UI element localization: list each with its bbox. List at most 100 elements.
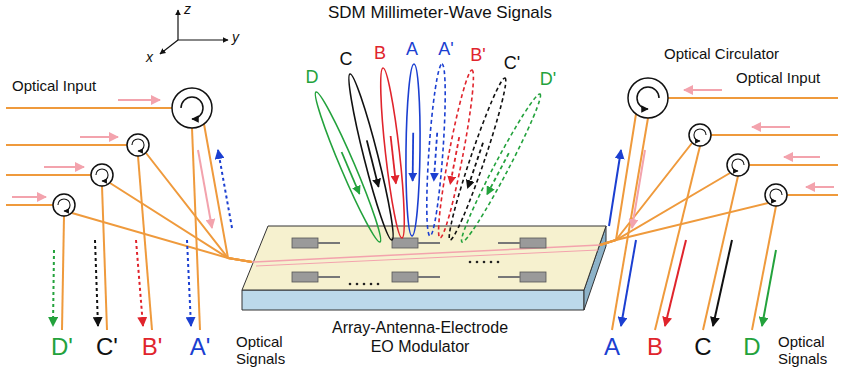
signal-arrow	[136, 240, 143, 326]
signal-name: B'	[470, 46, 485, 66]
diagram-title: SDM Millimeter-Wave Signals	[328, 4, 552, 23]
electrode-strip	[318, 276, 340, 278]
antenna-beam	[456, 91, 546, 246]
electrode-strip	[418, 242, 440, 244]
fiber	[110, 183, 252, 262]
beam-arrow	[450, 137, 459, 184]
axis-label: z	[184, 2, 191, 17]
port-label: Optical Input	[12, 78, 96, 95]
input-fiber	[6, 107, 172, 109]
waveguide	[256, 250, 598, 266]
signal-name: B	[647, 334, 663, 360]
signal-arrow	[53, 250, 54, 326]
beam-arrow	[468, 143, 483, 188]
ellipsis-dot	[490, 261, 493, 264]
signal-arrow	[95, 240, 98, 326]
ellipsis-dot	[483, 261, 486, 264]
antenna-electrode	[292, 272, 318, 282]
output-fiber	[138, 156, 152, 330]
input-arrow	[44, 166, 84, 168]
signal-name: A'	[438, 40, 453, 60]
input-fiber	[749, 164, 838, 166]
modulator-label-box: Array-Antenna-Electrode EO Modulator	[326, 316, 515, 358]
ellipsis-dot	[469, 261, 472, 264]
signal-arrow	[665, 240, 686, 326]
electrode-strip	[498, 276, 520, 278]
ellipsis-dot	[497, 261, 500, 264]
antenna-beam	[376, 67, 409, 239]
signal-name: D	[743, 334, 760, 360]
input-fiber	[6, 204, 53, 206]
optical-circulator	[628, 78, 668, 118]
electrode-strip	[498, 242, 520, 244]
output-fiber	[655, 146, 700, 330]
input-arrow	[118, 99, 160, 101]
beam-arrow	[434, 133, 437, 181]
axis-arrow	[177, 10, 178, 40]
circulator-arrow	[96, 169, 108, 181]
circulator-arrow	[181, 97, 203, 119]
beam-arrow	[342, 152, 360, 194]
signal-name: D	[306, 68, 319, 88]
fiber	[146, 153, 252, 262]
input-arrow	[806, 186, 834, 188]
input-arrow	[12, 196, 46, 198]
optical-circulator	[172, 88, 212, 128]
axis-arrow	[178, 39, 228, 40]
ellipsis-dot	[349, 283, 352, 286]
signal-name: A	[406, 40, 418, 60]
ellipsis-dot	[356, 283, 359, 286]
beam-arrow	[412, 133, 414, 181]
input-arrow	[752, 126, 790, 128]
chip-top-face	[242, 226, 606, 290]
input-fiber	[668, 97, 838, 99]
signal-arrow	[187, 240, 191, 326]
signal-arrow	[218, 150, 232, 228]
axis-label: y	[232, 30, 239, 45]
optical-circulator	[127, 134, 149, 156]
signal-name: D'	[51, 334, 73, 360]
ellipsis-dot	[377, 283, 380, 286]
fiber	[204, 124, 252, 262]
port-label: Optical Signals	[236, 334, 306, 367]
beam-arrow	[367, 140, 379, 186]
circulator-arrow	[694, 129, 706, 141]
circulator-arrow	[637, 87, 659, 109]
output-fiber	[102, 186, 107, 330]
input-arrow	[632, 150, 645, 228]
beam-arrow	[391, 136, 396, 184]
electrode-strip	[318, 242, 340, 244]
input-fiber	[711, 134, 838, 136]
circulator-arrow	[132, 139, 144, 151]
antenna-electrode	[392, 238, 418, 248]
input-fiber	[6, 144, 127, 146]
chip-front-face	[242, 290, 584, 310]
output-fiber	[703, 176, 738, 330]
fiber	[600, 143, 692, 245]
input-arrow	[198, 150, 212, 228]
optical-circulator	[91, 164, 113, 186]
input-arrow	[684, 89, 722, 91]
output-fiber	[612, 118, 648, 330]
signal-arrow	[621, 240, 636, 326]
circulator-arrow	[732, 159, 744, 171]
output-fiber	[62, 216, 64, 330]
input-fiber	[6, 174, 91, 176]
signal-name: B	[374, 44, 386, 64]
port-label: Optical Input	[736, 70, 820, 87]
antenna-electrode	[392, 272, 418, 282]
circulator-arrow	[770, 189, 782, 201]
optical-circulator	[727, 154, 749, 176]
ellipsis-dot	[476, 261, 479, 264]
signal-name: C'	[96, 334, 118, 360]
fiber	[600, 173, 730, 245]
signal-name: D'	[540, 70, 556, 90]
signal-arrow	[762, 250, 776, 326]
signal-name: A	[604, 334, 620, 360]
optical-circulator	[53, 194, 75, 216]
antenna-beam	[343, 72, 399, 241]
beam-arrow	[487, 153, 509, 194]
ellipsis-dot	[363, 283, 366, 286]
antenna-electrode	[292, 238, 318, 248]
